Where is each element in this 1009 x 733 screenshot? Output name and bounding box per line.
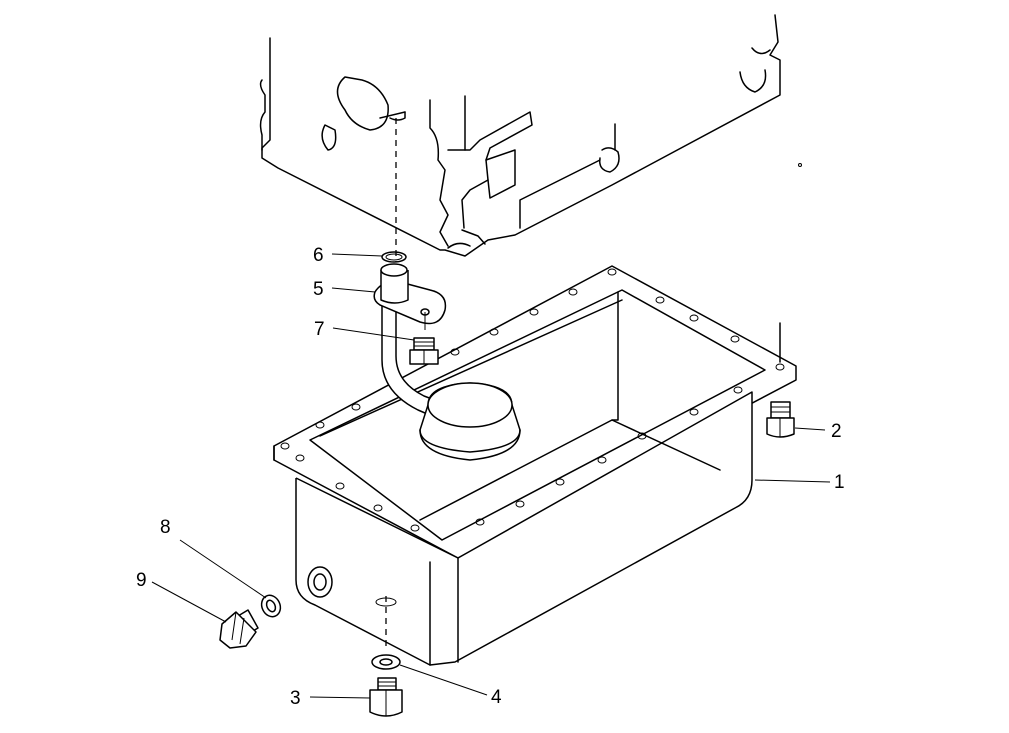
drain-plug: [369, 677, 403, 717]
strainer-bolt: [409, 312, 439, 365]
drain-washer: [371, 654, 401, 670]
leader-lines: [151, 253, 831, 699]
side-plug: [219, 609, 259, 649]
callout-4: 4: [491, 687, 502, 708]
pan-bolt: [766, 322, 795, 438]
callout-3: 3: [290, 688, 301, 709]
flange-bolt-holes: [280, 268, 785, 532]
callout-2: 2: [831, 421, 842, 442]
oil-strainer-pipe: [373, 263, 521, 461]
side-washer: [260, 594, 282, 618]
engine-block: [259, 14, 802, 257]
callout-1: 1: [834, 472, 845, 493]
callout-6: 6: [313, 245, 324, 266]
callout-9: 9: [136, 570, 147, 591]
drain-boss-hint: [375, 597, 397, 607]
oil-pan: [273, 265, 797, 666]
callout-8: 8: [160, 517, 171, 538]
callout-7: 7: [314, 319, 325, 340]
o-ring: [381, 251, 407, 263]
callout-5: 5: [313, 279, 324, 300]
